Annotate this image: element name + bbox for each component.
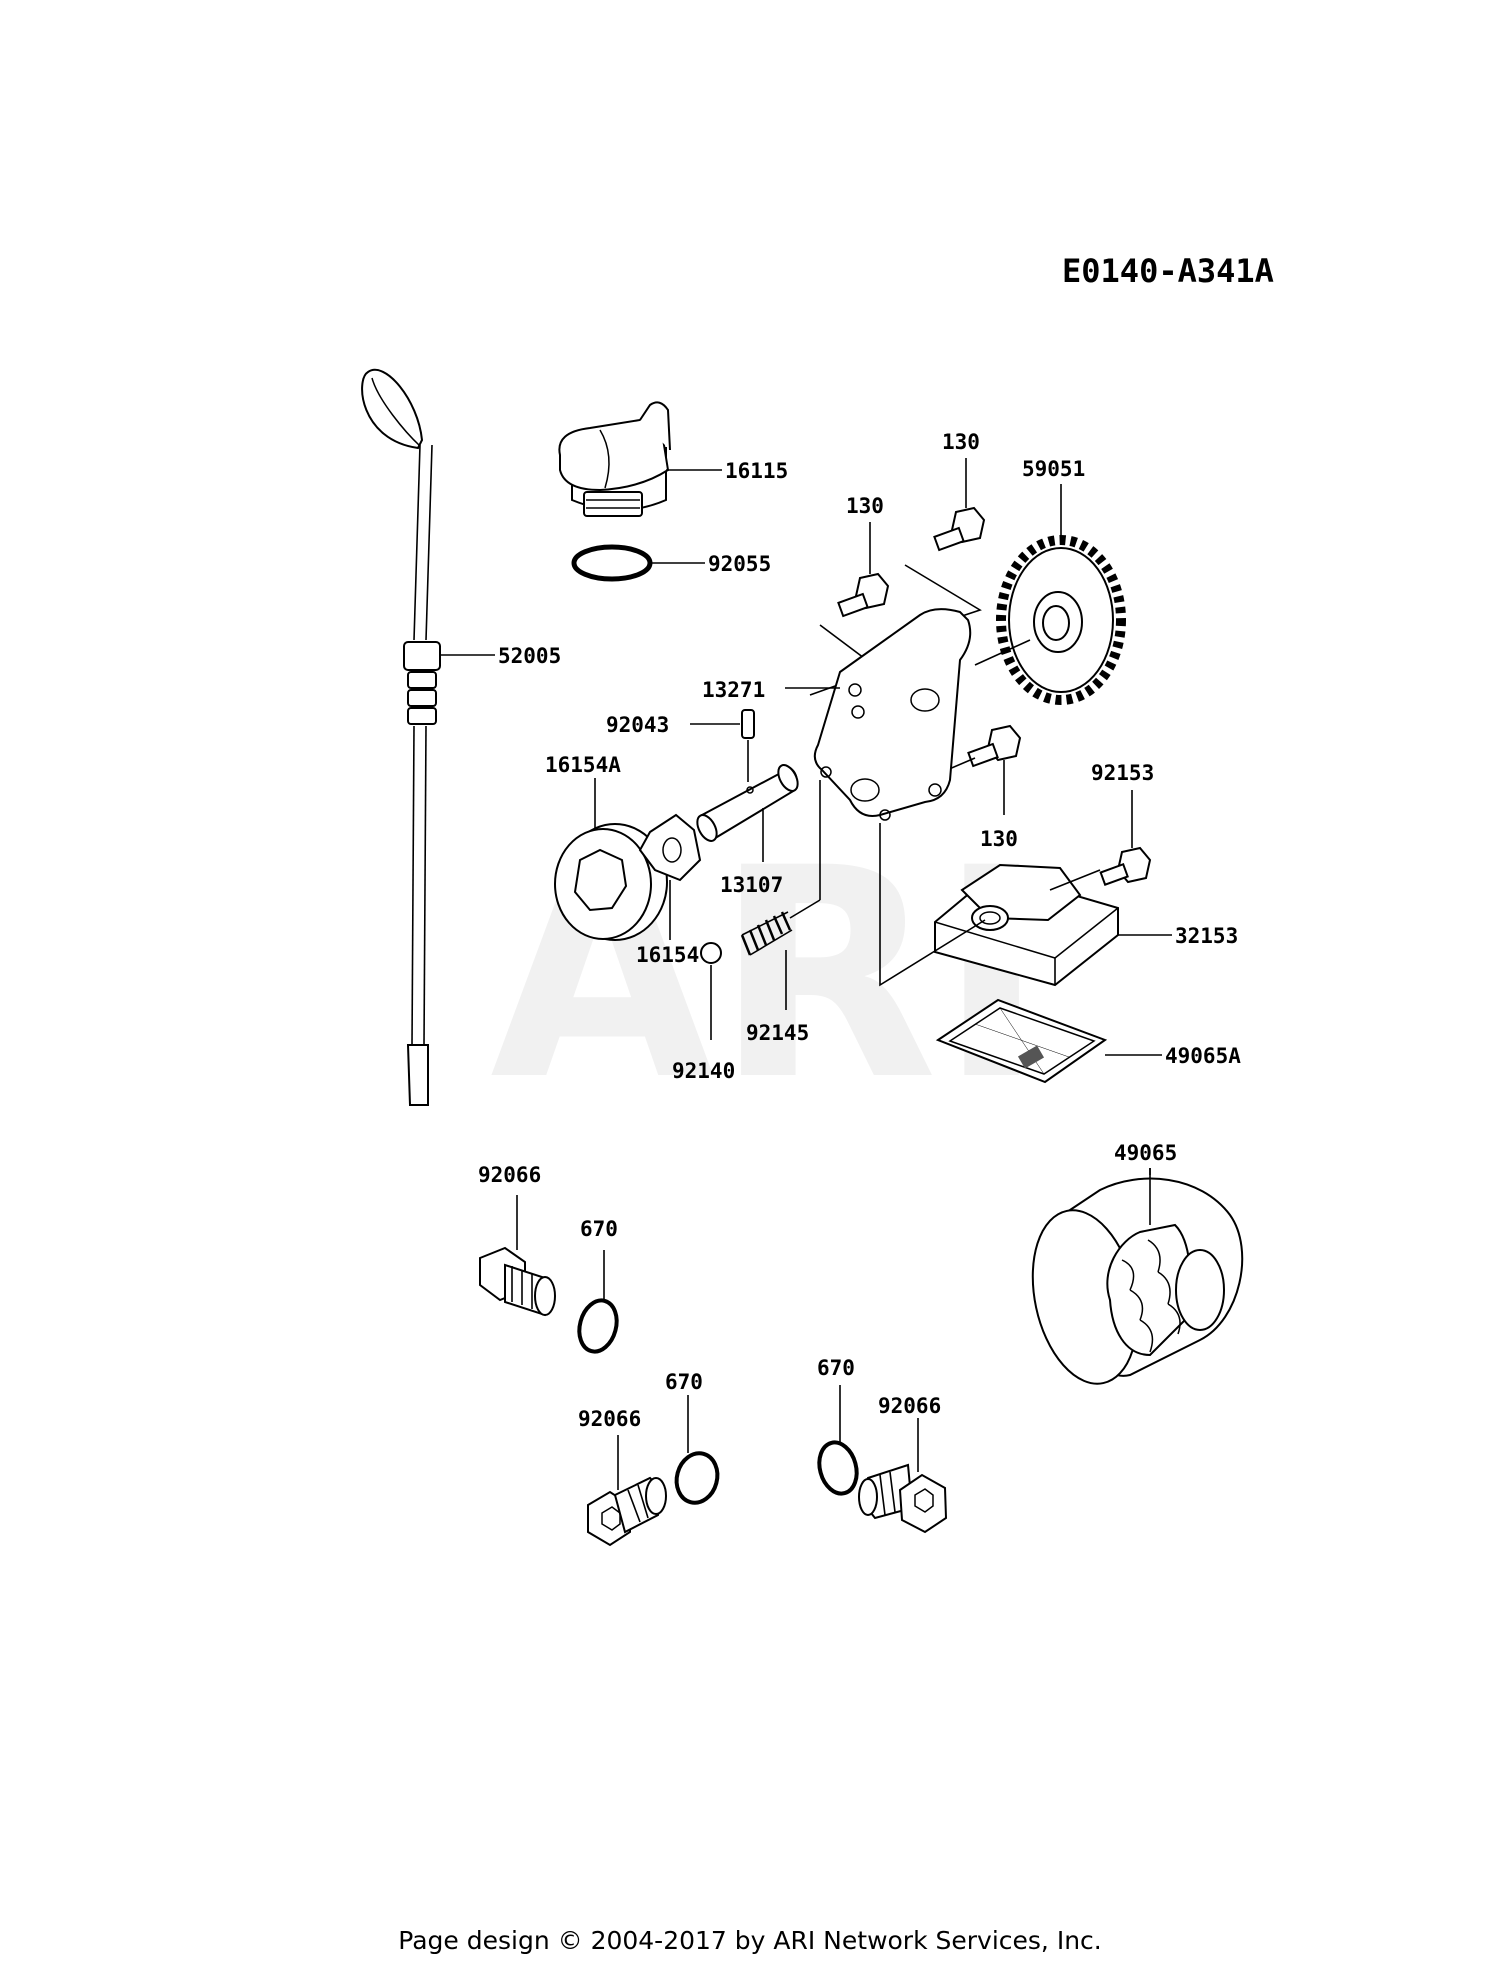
part-label-130-a[interactable]: 130 bbox=[942, 430, 980, 454]
part-label-92043[interactable]: 92043 bbox=[606, 713, 669, 737]
part-label-13107[interactable]: 13107 bbox=[720, 873, 783, 897]
strainer-guide-line-b bbox=[1049, 869, 1101, 891]
part-label-16115[interactable]: 16115 bbox=[725, 459, 788, 483]
drain-plug-a-part[interactable] bbox=[479, 1246, 556, 1317]
bolt-92153-part[interactable] bbox=[1099, 846, 1152, 886]
part-label-92066-c[interactable]: 92066 bbox=[878, 1394, 941, 1418]
drain-plug-b-part[interactable] bbox=[587, 1476, 667, 1547]
part-label-92055[interactable]: 92055 bbox=[708, 552, 771, 576]
part-label-670-a[interactable]: 670 bbox=[580, 1217, 618, 1241]
o-ring-92055-part[interactable] bbox=[571, 544, 653, 582]
part-label-92153[interactable]: 92153 bbox=[1091, 761, 1154, 785]
oil-filler-cap-part[interactable] bbox=[558, 401, 671, 517]
bolt-130-a-part[interactable] bbox=[933, 506, 986, 552]
drain-plug-c-part[interactable] bbox=[858, 1463, 948, 1534]
part-label-52005[interactable]: 52005 bbox=[498, 644, 561, 668]
o-ring-670-b-part[interactable] bbox=[671, 1449, 723, 1508]
oil-pump-gear-part[interactable] bbox=[996, 535, 1126, 705]
pump-shaft-part[interactable] bbox=[693, 740, 801, 844]
bolt-130-c-part[interactable] bbox=[967, 724, 1022, 768]
part-label-16154[interactable]: 16154 bbox=[636, 943, 699, 967]
pin-92043-part[interactable] bbox=[741, 709, 755, 739]
spring-guide-line bbox=[789, 899, 821, 919]
relief-spring-part[interactable] bbox=[740, 911, 793, 956]
o-ring-670-a-part[interactable] bbox=[574, 1296, 622, 1356]
dipstick-part[interactable] bbox=[361, 368, 441, 1106]
diagram-code: E0140-A341A bbox=[1062, 252, 1274, 290]
bolt-130-b-part[interactable] bbox=[837, 572, 890, 618]
part-label-92145[interactable]: 92145 bbox=[746, 1021, 809, 1045]
gear-guide-line bbox=[974, 639, 1031, 666]
part-label-670-b[interactable]: 670 bbox=[665, 1370, 703, 1394]
strainer-screen-part[interactable] bbox=[935, 998, 1108, 1084]
part-label-49065[interactable]: 49065 bbox=[1114, 1141, 1177, 1165]
relief-ball-part[interactable] bbox=[700, 942, 722, 964]
part-label-670-c[interactable]: 670 bbox=[817, 1356, 855, 1380]
part-label-49065A[interactable]: 49065A bbox=[1165, 1044, 1241, 1068]
o-ring-670-c-part[interactable] bbox=[814, 1438, 862, 1498]
part-label-130-b[interactable]: 130 bbox=[846, 494, 884, 518]
strainer-guide-line bbox=[879, 823, 986, 987]
part-label-92066-a[interactable]: 92066 bbox=[478, 1163, 541, 1187]
part-label-92066-b[interactable]: 92066 bbox=[578, 1407, 641, 1431]
part-label-13271[interactable]: 13271 bbox=[702, 678, 765, 702]
part-label-130-c[interactable]: 130 bbox=[980, 827, 1018, 851]
part-label-16154A[interactable]: 16154A bbox=[545, 753, 621, 777]
oil-filter-part[interactable] bbox=[1018, 1177, 1244, 1394]
pump-cover-plate-part[interactable] bbox=[813, 608, 972, 821]
part-label-92140[interactable]: 92140 bbox=[672, 1059, 735, 1083]
copyright-footer: Page design © 2004-2017 by ARI Network S… bbox=[398, 1926, 1101, 1955]
part-label-59051[interactable]: 59051 bbox=[1022, 457, 1085, 481]
part-label-32153[interactable]: 32153 bbox=[1175, 924, 1238, 948]
inner-rotor-part[interactable] bbox=[638, 813, 702, 882]
